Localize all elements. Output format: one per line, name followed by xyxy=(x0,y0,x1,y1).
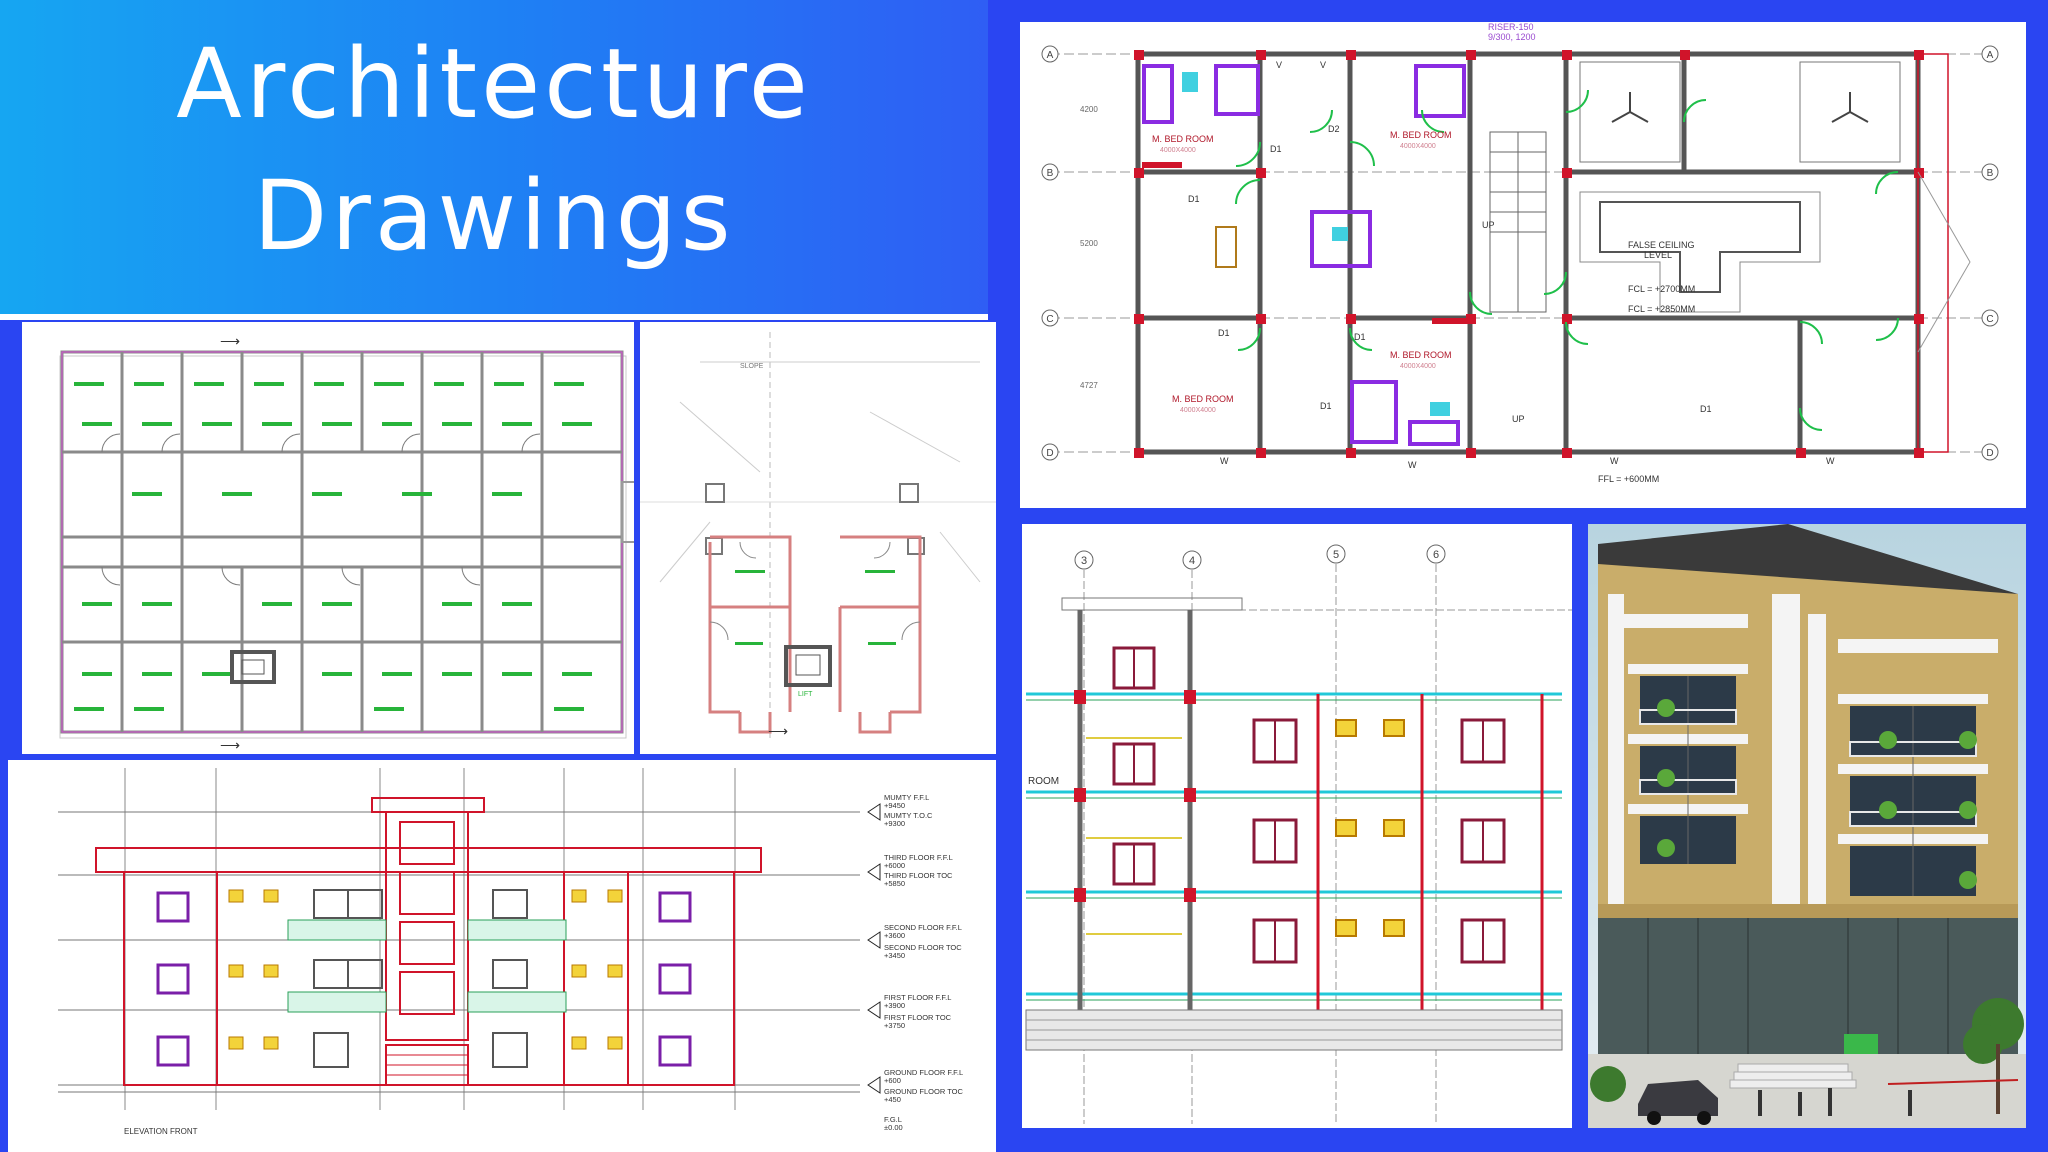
level-value: +9300 xyxy=(884,819,905,828)
lift-label: LIFT xyxy=(798,691,813,698)
grid-5-label: 5 xyxy=(1333,549,1339,561)
false-ceiling-label: FALSE CEILING xyxy=(1628,240,1695,250)
fcl-label: FCL = +2850MM xyxy=(1628,304,1695,314)
elevation-detail-panel: 3 4 5 6 xyxy=(1022,524,1572,1128)
grid-d-label: D xyxy=(1046,448,1053,459)
elevation-detail-drawing: 3 4 5 6 xyxy=(1025,544,1572,1124)
window-label: W xyxy=(1826,456,1835,466)
dim-label: 4727 xyxy=(1080,381,1098,390)
room-dim: 4000X4000 xyxy=(1160,147,1196,154)
stair-up-label: UP xyxy=(1512,414,1525,424)
page-title: Architecture Drawings xyxy=(0,18,988,282)
room-dim: 4000X4000 xyxy=(1180,407,1216,414)
level-value: +3750 xyxy=(884,1021,905,1030)
slope-label: SLOPE xyxy=(740,363,764,370)
elevation-front-label: ELEVATION FRONT xyxy=(124,1127,198,1136)
front-elevation-drawing: MUMTY F.F.L +9450 MUMTY T.O.C +9300 THIR… xyxy=(58,768,963,1136)
door-label: D1 xyxy=(1218,328,1230,338)
dim-label: 5200 xyxy=(1080,239,1098,248)
level-label: FIRST FLOOR F.F.L xyxy=(884,993,951,1002)
title-banner: Architecture Drawings xyxy=(0,0,988,320)
grid-3-label: 3 xyxy=(1081,555,1087,567)
fcl-label: FCL = +2700MM xyxy=(1628,284,1695,294)
grid-b-label: B xyxy=(1047,168,1054,179)
level-label: GROUND FLOOR F.F.L xyxy=(884,1068,963,1077)
grid-b-label-right: B xyxy=(1987,168,1994,179)
title-line-1: Architecture xyxy=(176,28,812,140)
level-label: GROUND FLOOR TOC xyxy=(884,1087,963,1096)
riser-label: RISER-150 xyxy=(1488,22,1534,32)
grid-a-label-right: A xyxy=(1987,50,1994,61)
detailed-floor-plan-drawing: A B C D A B C D xyxy=(1041,22,1999,484)
grid-c-label: C xyxy=(1046,314,1053,325)
detailed-floor-plan-panel: A B C D A B C D xyxy=(1020,22,2026,508)
level-value: +9450 xyxy=(884,801,905,810)
building-render-illustration xyxy=(1588,524,2026,1128)
grid-4-label: 4 xyxy=(1189,555,1195,567)
room-dim: 4000X4000 xyxy=(1400,143,1436,150)
door-label: D1 xyxy=(1188,194,1200,204)
front-elevation-panel: MUMTY F.F.L +9450 MUMTY T.O.C +9300 THIR… xyxy=(8,760,996,1152)
level-value: +6000 xyxy=(884,861,905,870)
door-label: D1 xyxy=(1700,404,1712,414)
level-label: FIRST FLOOR TOC xyxy=(884,1013,952,1022)
window-label: W xyxy=(1408,460,1417,470)
grid-a-label: A xyxy=(1047,50,1054,61)
apartment-floor-plan-drawing: ⟶ ⟶ xyxy=(59,333,634,753)
level-value: +3450 xyxy=(884,951,905,960)
title-line-2: Drawings xyxy=(253,160,735,272)
level-label: THIRD FLOOR TOC xyxy=(884,871,953,880)
window-label: W xyxy=(1220,456,1229,466)
level-value: +3600 xyxy=(884,931,905,940)
grid-6-label: 6 xyxy=(1433,549,1439,561)
stair-up-label: UP xyxy=(1482,220,1495,230)
level-label: SECOND FLOOR TOC xyxy=(884,943,962,952)
apartment-floor-plan-panel: ⟶ ⟶ xyxy=(22,322,634,754)
room-label: ROOM xyxy=(1028,776,1059,787)
grid-d-label-right: D xyxy=(1986,448,1993,459)
dim-label: 4200 xyxy=(1080,105,1098,114)
window-v-label: V xyxy=(1276,60,1282,70)
level-label: MUMTY F.F.L xyxy=(884,793,929,802)
unit-plan-panel: SLOPE LIFT ⟶ xyxy=(640,322,996,754)
door-label: D1 xyxy=(1270,144,1282,154)
svg-text:⟶: ⟶ xyxy=(220,737,240,753)
door-label: D1 xyxy=(1320,401,1332,411)
level-value: +5850 xyxy=(884,879,905,888)
false-ceiling-level-label: LEVEL xyxy=(1644,250,1672,260)
level-value: +600 xyxy=(884,1076,901,1085)
level-value: ±0.00 xyxy=(884,1123,903,1132)
building-render-panel xyxy=(1588,524,2026,1128)
door-label: D2 xyxy=(1328,124,1340,134)
room-label: M. BED ROOM xyxy=(1152,134,1214,144)
grid-c-label-right: C xyxy=(1986,314,1993,325)
room-label: M. BED ROOM xyxy=(1390,350,1452,360)
window-v-label: V xyxy=(1320,60,1326,70)
svg-text:⟶: ⟶ xyxy=(768,723,788,739)
svg-text:⟶: ⟶ xyxy=(220,333,240,349)
level-label: SECOND FLOOR F.F.L xyxy=(884,923,962,932)
level-label: THIRD FLOOR F.F.L xyxy=(884,853,953,862)
unit-plan-drawing: SLOPE LIFT ⟶ xyxy=(640,332,996,742)
ffl-label: FFL = +600MM xyxy=(1598,474,1659,484)
level-value: +450 xyxy=(884,1095,901,1104)
room-dim: 4000X4000 xyxy=(1400,363,1436,370)
level-value: +3900 xyxy=(884,1001,905,1010)
level-label: MUMTY T.O.C xyxy=(884,811,933,820)
door-label: D1 xyxy=(1354,332,1366,342)
riser-dim: 9/300, 1200 xyxy=(1488,32,1536,42)
room-label: M. BED ROOM xyxy=(1390,130,1452,140)
room-label: M. BED ROOM xyxy=(1172,394,1234,404)
window-label: W xyxy=(1610,456,1619,466)
level-label: F.G.L xyxy=(884,1115,902,1124)
